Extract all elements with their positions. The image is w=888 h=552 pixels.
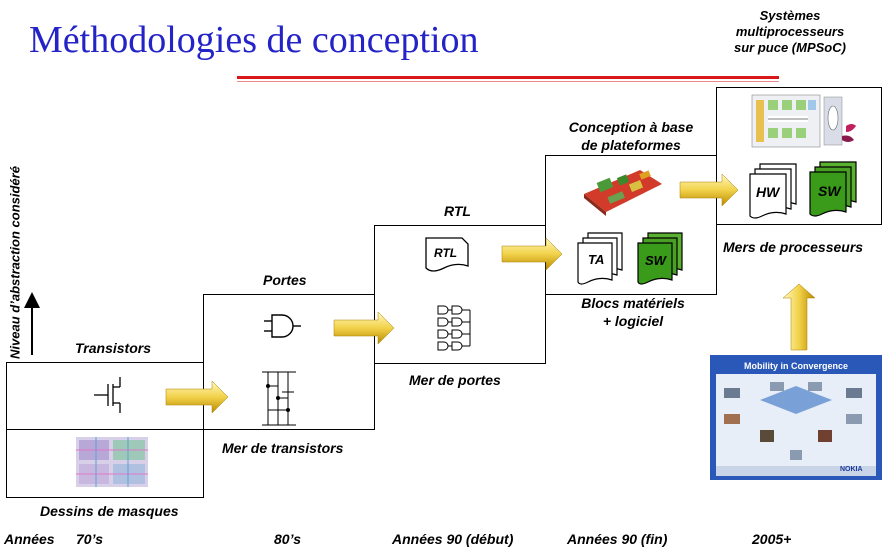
label-plateformes-line1: Conception à base [568, 119, 694, 135]
rtl-document-icon [425, 237, 469, 272]
sw-stack-icon [637, 232, 683, 285]
transistor-icon [94, 377, 121, 413]
level-platform-box [545, 155, 717, 295]
level-masks-box [6, 429, 204, 498]
rtl-icon-text: RTL [434, 246, 458, 260]
and-gate-icon [264, 314, 301, 338]
label-mers-processeurs: Mers de processeurs [723, 239, 864, 255]
arrow-3 [501, 237, 563, 271]
label-blocs: Blocs matériels + logiciel [558, 294, 708, 330]
label-rtl: RTL [444, 203, 471, 219]
sw2-icon-text: SW [818, 183, 841, 199]
ta-document-stack-icon [577, 232, 623, 285]
sw-icon-text: SW [645, 253, 666, 268]
x-tick-90-debut: Années 90 (début) [392, 531, 514, 547]
x-axis-label: Années [4, 531, 55, 547]
arrow-up [782, 283, 816, 351]
hw-document-stack-icon [749, 163, 797, 219]
arrow-1 [165, 380, 229, 414]
label-mer-transistors: Mer de transistors [222, 440, 344, 456]
label-blocs-line1: Blocs matériels [581, 295, 685, 311]
mpsoc-label-line3: sur puce (MPSoC) [734, 40, 846, 55]
ta-icon-text: TA [588, 252, 605, 267]
sw2-stack-icon [809, 161, 857, 217]
page-title: Méthodologies de conception [29, 19, 479, 61]
label-portes: Portes [263, 272, 307, 288]
label-plateformes-line2: de plateformes [581, 137, 681, 153]
x-tick-70s: 70’s [76, 531, 103, 547]
label-dessins-masques: Dessins de masques [40, 503, 179, 519]
label-transistors: Transistors [75, 340, 151, 356]
label-plateformes: Conception à base de plateformes [556, 118, 706, 154]
x-tick-2005: 2005+ [752, 531, 792, 547]
mpsoc-label: Systèmes multiprocesseurs sur puce (MPSo… [700, 8, 880, 56]
transistor-sea-icon [262, 371, 296, 426]
title-underline-thin [237, 81, 779, 82]
mpsoc-block-diagram-image [751, 94, 856, 148]
arrow-4 [679, 173, 739, 207]
x-tick-80s: 80’s [274, 531, 301, 547]
nokia-poster-image [710, 355, 882, 480]
platform-chip-image [584, 170, 662, 216]
hw-icon-text: HW [756, 184, 780, 200]
label-mer-portes: Mer de portes [409, 372, 501, 388]
poster-brand: NOKIA [840, 466, 863, 473]
x-tick-90-fin: Années 90 (fin) [567, 531, 668, 547]
label-blocs-line2: + logiciel [602, 313, 664, 329]
mpsoc-label-line1: Systèmes [759, 8, 821, 23]
mask-layout-image [76, 437, 148, 487]
poster-title: Mobility in Convergence [743, 361, 848, 371]
gate-sea-icon [437, 305, 471, 351]
arrow-2 [333, 311, 395, 345]
title-underline [237, 76, 779, 79]
mpsoc-label-line2: multiprocesseurs [735, 24, 845, 39]
level-mpsoc-box [716, 87, 882, 225]
